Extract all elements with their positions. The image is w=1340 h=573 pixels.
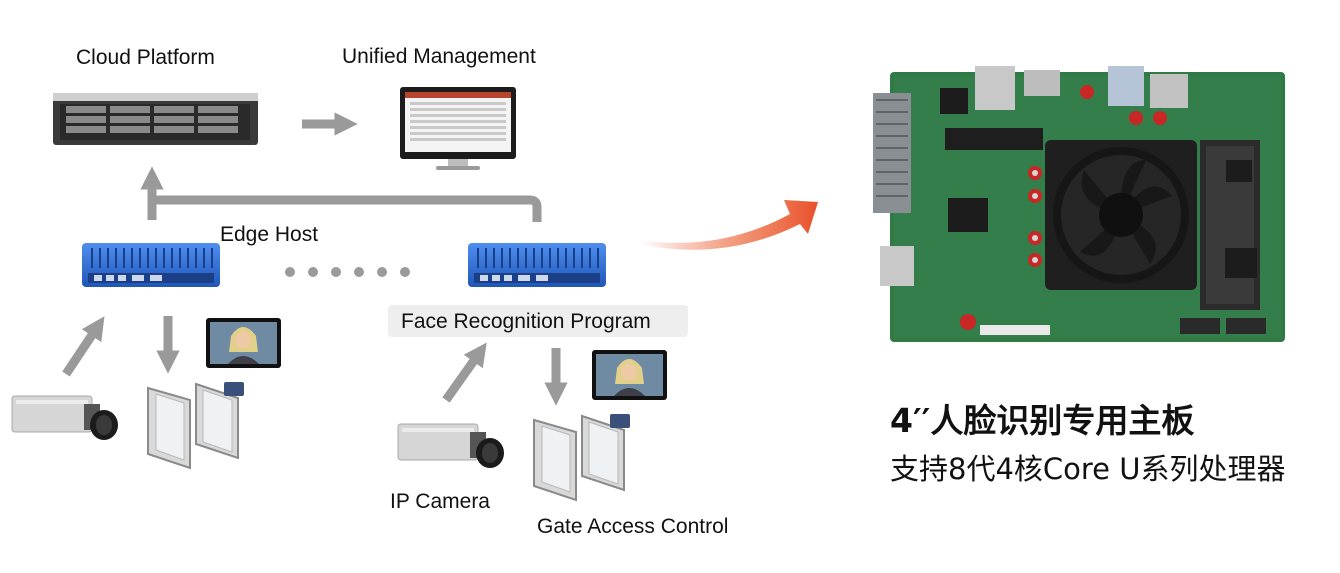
cloud-platform-label: Cloud Platform xyxy=(76,46,215,69)
gate-icon-left xyxy=(147,382,244,470)
face-recognition-box: Face Recognition Program xyxy=(388,305,688,337)
orange-arrow xyxy=(640,200,818,250)
arrow-camera-to-edge-right xyxy=(442,342,487,403)
ip-camera-icon-left xyxy=(11,395,118,440)
arrow-camera-to-edge-left xyxy=(62,316,105,377)
gate-access-label: Gate Access Control xyxy=(537,515,729,538)
face-display-icon-right xyxy=(592,350,667,400)
connector-line xyxy=(152,195,542,222)
ip-camera-icon-right xyxy=(397,423,504,468)
product-subtitle: 支持8代4核Core U系列处理器 xyxy=(890,452,1286,486)
edge-host-icon-left xyxy=(82,243,220,287)
cloud-server-icon xyxy=(53,93,258,145)
product-title: 4′′人脸识别专用主板 xyxy=(890,401,1195,440)
edge-host-label: Edge Host xyxy=(220,223,319,246)
unified-management-label: Unified Management xyxy=(342,45,536,68)
edge-host-icon-right xyxy=(468,243,606,287)
face-recognition-label: Face Recognition Program xyxy=(401,310,651,333)
face-display-icon-left xyxy=(206,318,281,368)
motherboard-image xyxy=(873,66,1285,342)
gate-icon-right xyxy=(533,414,630,502)
monitor-icon xyxy=(400,87,516,170)
ellipsis-dots xyxy=(285,267,410,277)
ip-camera-label: IP Camera xyxy=(390,490,490,513)
